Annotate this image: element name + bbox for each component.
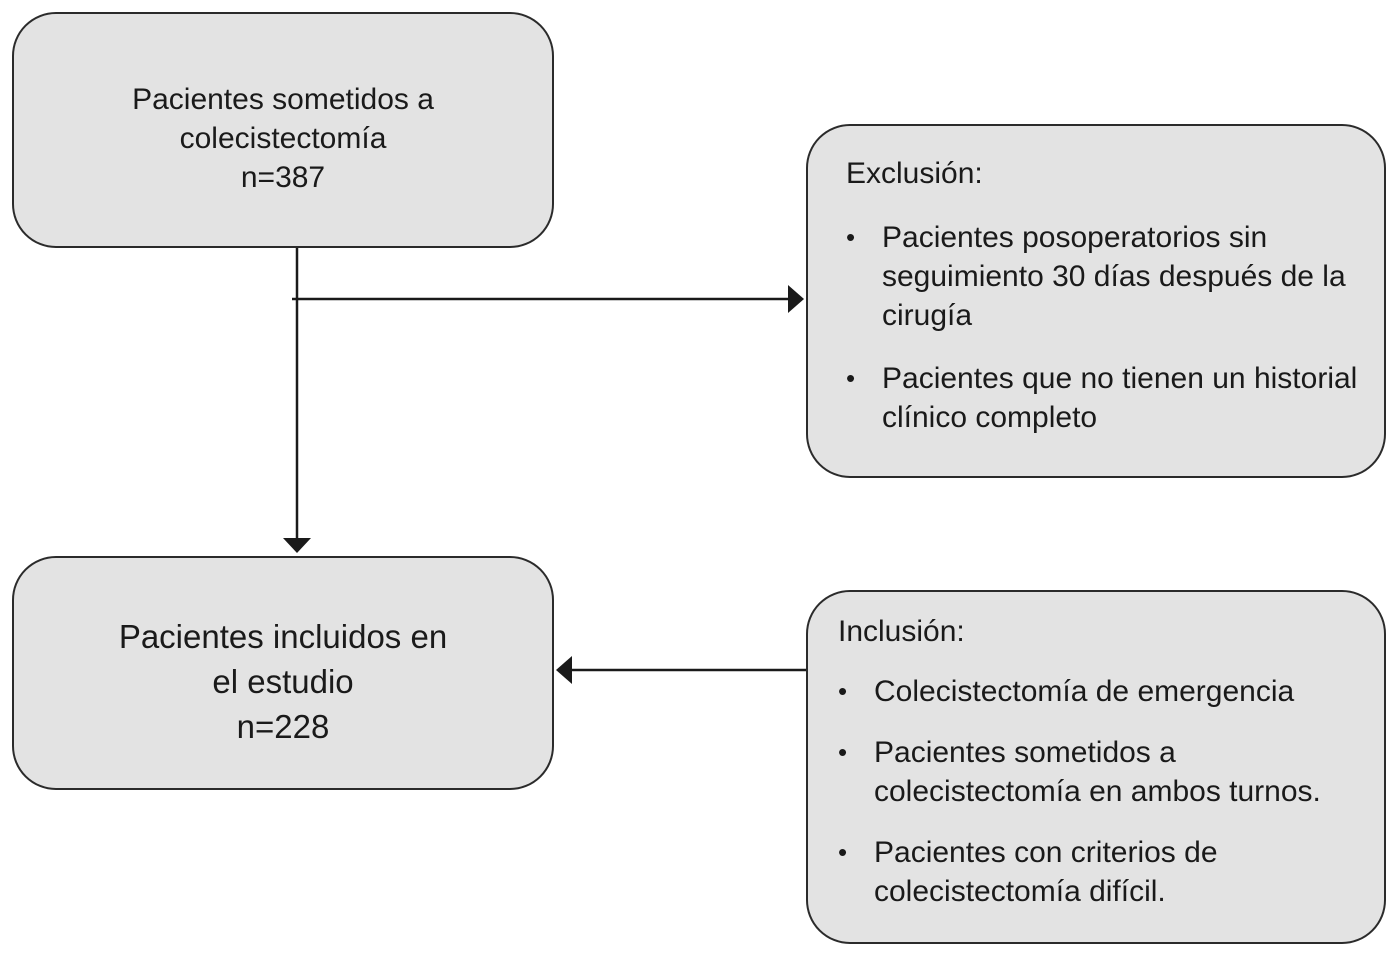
included-patients-box: Pacientes incluidos en el estudio n=228 (12, 556, 554, 790)
exclusion-item-text: Pacientes que no tienen un historial clí… (882, 362, 1358, 434)
inclusion-item-text: Colecistectomía de emergencia (874, 675, 1295, 708)
bullet-icon: • (838, 676, 848, 706)
exclusion-list: • Pacientes posoperatorios sin seguimien… (846, 218, 1364, 437)
inclusion-list: • Colecistectomía de emergencia • Pacien… (838, 672, 1364, 911)
bullet-icon: • (838, 737, 848, 767)
exclusion-item: • Pacientes que no tienen un historial c… (846, 359, 1364, 437)
arrowhead-left (556, 656, 572, 684)
exclusion-criteria-box: Exclusión: • Pacientes posoperatorios si… (806, 124, 1386, 478)
included-line-1: Pacientes incluidos en (118, 618, 448, 655)
inclusion-heading: Inclusión: (838, 615, 965, 648)
included-count: n=228 (236, 708, 330, 745)
inclusion-item: • Pacientes sometidos a colecistectomía … (838, 733, 1364, 811)
bullet-icon: • (838, 837, 848, 867)
exclusion-heading: Exclusión: (846, 157, 983, 190)
exclusion-item-text: Pacientes posoperatorios sin seguimiento… (882, 221, 1346, 332)
total-count: n=387 (240, 161, 326, 194)
inclusion-criteria-box: Inclusión: • Colecistectomía de emergenc… (806, 590, 1386, 944)
total-patients-box: Pacientes sometidos a colecistectomía n=… (12, 12, 554, 248)
bullet-icon: • (846, 222, 856, 252)
inclusion-item: • Pacientes con criterios de colecistect… (838, 833, 1364, 911)
inclusion-item-text: Pacientes sometidos a colecistectomía en… (874, 736, 1321, 808)
arrowhead-down (283, 538, 311, 553)
inclusion-item: • Colecistectomía de emergencia (838, 672, 1364, 711)
total-line-2: colecistectomía (179, 122, 387, 155)
included-line-2: el estudio (212, 663, 354, 700)
bullet-icon: • (846, 363, 856, 393)
arrowhead-right (788, 285, 804, 313)
exclusion-item: • Pacientes posoperatorios sin seguimien… (846, 218, 1364, 335)
inclusion-item-text: Pacientes con criterios de colecistectom… (874, 836, 1218, 908)
total-line-1: Pacientes sometidos a (132, 83, 434, 116)
